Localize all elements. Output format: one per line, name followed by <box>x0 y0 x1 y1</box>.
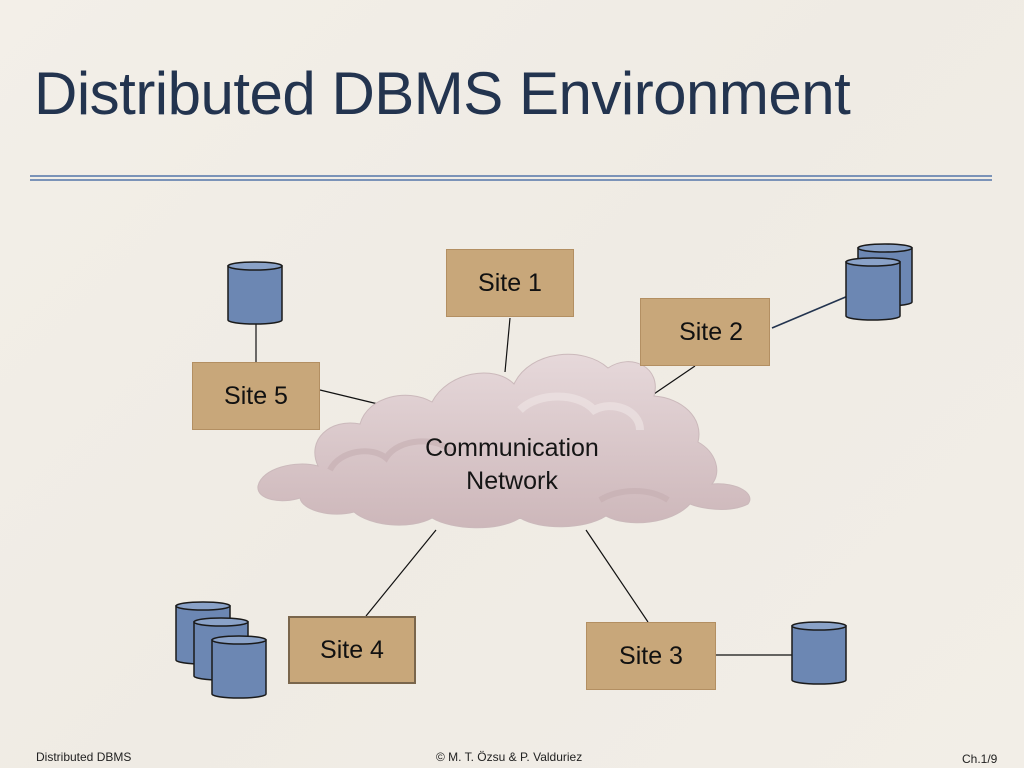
slide-title: Distributed DBMS Environment <box>34 60 851 127</box>
site2-database-icon-2 <box>845 257 901 321</box>
site-2-box: Site 2 <box>640 298 770 366</box>
site3-database-icon-1 <box>791 621 847 685</box>
link-site4-network <box>365 529 437 617</box>
site4-database-icon-3 <box>211 635 267 699</box>
title-divider-bottom <box>30 179 992 181</box>
footer-course: Distributed DBMS <box>36 750 132 764</box>
network-label-line2: Network <box>466 467 558 495</box>
title-divider-top <box>30 175 992 177</box>
site5-database-icon-1 <box>227 261 283 325</box>
link-site5-network <box>319 389 379 405</box>
link-site3-network <box>585 529 649 623</box>
network-label-line1: Communication <box>425 434 599 462</box>
site-3-box: Site 3 <box>586 622 716 690</box>
site-1-box: Site 1 <box>446 249 574 317</box>
link-site2-network <box>647 365 696 399</box>
footer-page-number: Ch.1/9 <box>962 752 998 766</box>
site-4-box: Site 4 <box>288 616 416 684</box>
footer-copyright: © M. T. Özsu & P. Valduriez <box>436 750 583 764</box>
network-label: Communication Network <box>392 432 632 498</box>
link-site1-network <box>504 317 511 373</box>
site-5-box: Site 5 <box>192 362 320 430</box>
communication-network-cloud <box>257 353 751 529</box>
link-site2-database <box>771 295 849 329</box>
